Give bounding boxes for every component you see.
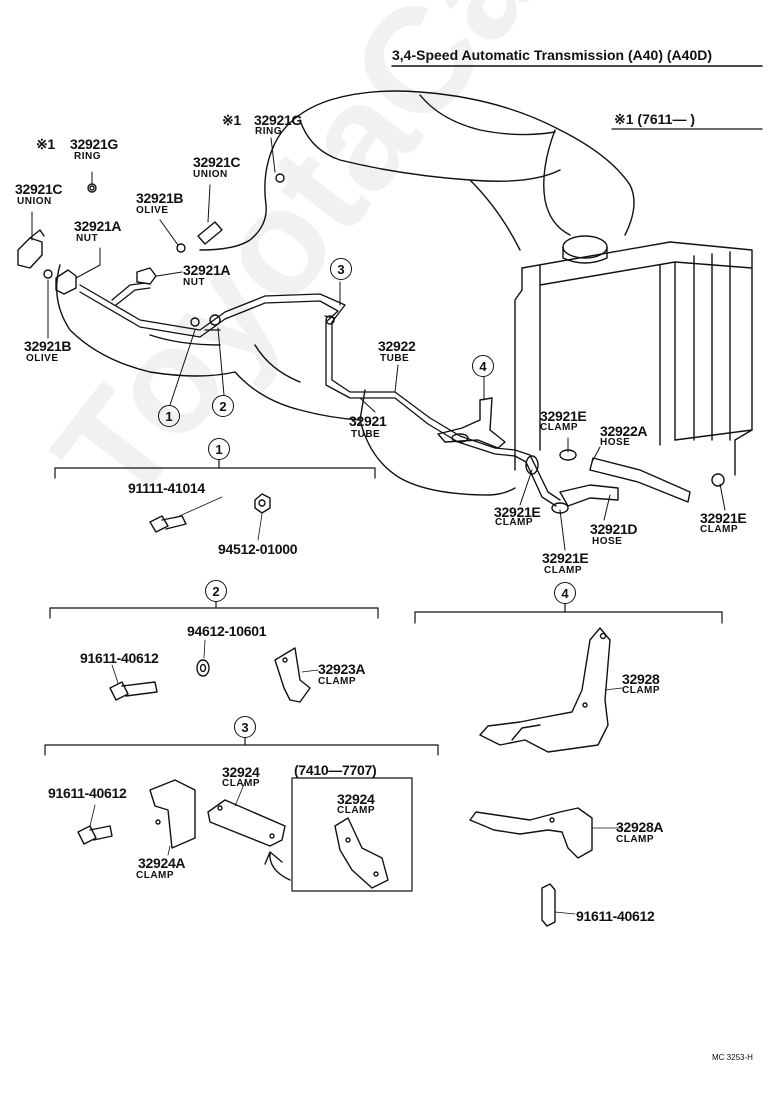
group3-clamp-a-desc: CLAMP [136,870,175,881]
olive-b-left-number: 32921B [24,338,72,354]
group1-parts [149,493,271,541]
nut-a-mid-number: 32921A [183,262,231,278]
tube-32921-number: 32921 [349,413,387,429]
hose-d-number: 32921D [590,521,638,537]
applicability-note: ※1 (7611— ) [614,111,695,127]
group-brackets [44,459,723,892]
group4-bracket-desc: CLAMP [622,685,661,696]
hose-d-desc: HOSE [592,536,623,547]
clamp-e-left-desc: CLAMP [495,517,534,528]
group3-variant-number: 32924 [337,791,375,807]
leader-lines [31,137,726,551]
union-c-left-desc: UNION [17,196,52,207]
group3-clamp-number: 32924 [222,764,260,780]
group4-bracket-a-desc: CLAMP [616,834,655,845]
radiator [514,235,753,476]
clamp-e-bottom-desc: CLAMP [544,565,583,576]
group4-callout: 4 [554,582,576,604]
clamp-e-bottom-number: 32921E [542,550,589,566]
callout-3-top: 3 [330,258,352,280]
group4-bracket-a-number: 32928A [616,819,664,835]
hoses-and-clamps [514,449,725,514]
group4-bracket-number: 32928 [622,671,660,687]
fittings [17,173,335,327]
group3-bolt-number: 91611-40612 [48,785,127,801]
group2-bolt-number: 91611-40612 [80,650,159,666]
group2-callout: 2 [205,580,227,602]
clamp-e-right-desc: CLAMP [700,524,739,535]
group4-bolt-number: 91611-40612 [576,908,655,924]
group3-clamp-a-number: 32924A [138,855,186,871]
union-c-mid-number: 32921C [193,154,241,170]
hose-a-number: 32922A [600,423,648,439]
group2-clamp-desc: CLAMP [318,676,357,687]
clamp-e-left-number: 32921E [494,504,541,520]
olive-b-mid-number: 32921B [136,190,184,206]
oil-cooler-tubes [79,282,516,457]
nut-a-left-number: 32921A [74,218,122,234]
ring-g-left-desc: RING [74,151,101,162]
diagram-code: MC 3253-H [712,1053,753,1062]
tube-32921-desc: TUBE [351,429,381,440]
union-c-left-number: 32921C [15,181,63,197]
bracket-4 [437,397,506,449]
ring-g-top-marker: ※1 [222,112,241,128]
ring-g-top-desc: RING [255,126,282,137]
ring-g-left-number: 32921G [70,136,119,152]
olive-b-left-desc: OLIVE [26,353,59,364]
tube-32922-desc: TUBE [380,353,410,364]
nut-a-left-desc: NUT [76,233,99,244]
clamp-e-top-desc: CLAMP [540,422,579,433]
callout-2-top: 2 [212,395,234,417]
hose-a-desc: HOSE [600,437,631,448]
union-c-mid-desc: UNION [193,169,228,180]
ring-g-left-marker: ※1 [36,136,55,152]
group2-clamp-number: 32923A [318,661,366,677]
group3-variant-desc: CLAMP [337,805,376,816]
callout-4-top: 4 [472,355,494,377]
clamp-e-top-number: 32921E [540,408,587,424]
nut-a-mid-desc: NUT [183,277,206,288]
ring-g-top-number: 32921G [254,112,303,128]
olive-b-mid-desc: OLIVE [136,205,169,216]
transmission-housing [55,90,635,496]
clamp-e-right-number: 32921E [700,510,747,526]
group3-parts [77,779,389,889]
group1-nut-number: 94512-01000 [218,541,298,557]
tube-32922-number: 32922 [378,338,416,354]
group3-clamp-desc: CLAMP [222,778,261,789]
group3-variant-label: (7410—7707) [294,762,377,778]
group3-callout: 3 [234,716,256,738]
diagram-title: 3,4-Speed Automatic Transmission (A40) (… [392,47,713,63]
group1-bolt-number: 91111-41014 [128,480,205,496]
group2-parts [109,639,319,703]
callout-1-top: 1 [158,405,180,427]
group4-parts [469,627,623,927]
group1-callout: 1 [208,438,230,460]
group2-washer-number: 94612-10601 [187,623,267,639]
